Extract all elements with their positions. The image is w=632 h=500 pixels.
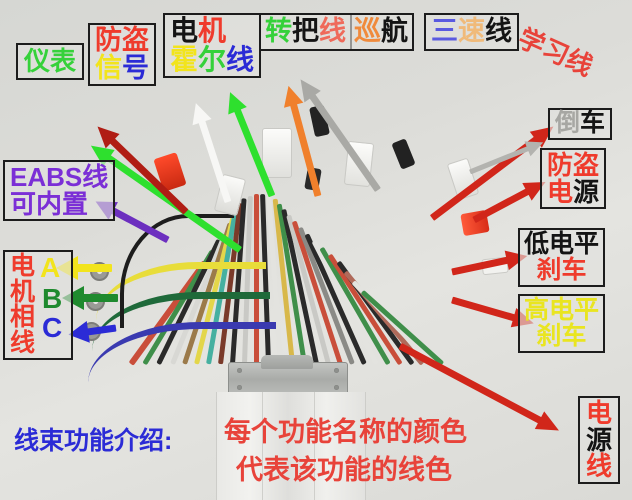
label-char: 转 — [265, 16, 292, 46]
label-line: 仪表 — [24, 48, 76, 75]
label-line: 相 — [10, 303, 66, 331]
label-char: 电 — [547, 176, 574, 207]
label-line: 防盗 — [547, 152, 599, 179]
label-char: 机 — [10, 277, 36, 306]
label-char: 电 — [549, 230, 575, 258]
connector-white-hall — [262, 128, 292, 178]
label-eabs-xian[interactable]: EABS线 可内置 — [3, 160, 116, 222]
label-char: 源 — [586, 424, 613, 455]
bolt — [334, 368, 339, 373]
label-line: 线 — [586, 453, 612, 480]
label-line: 三速线 — [431, 16, 512, 46]
label-dianyuan-xian[interactable]: 电 源 线 — [578, 396, 621, 484]
label-dianji-huoer-xian[interactable]: 电机 霍尔线 — [163, 13, 262, 79]
label-sansu-xian[interactable]: 三速线 — [424, 13, 519, 51]
label-char: 平 — [574, 230, 600, 258]
label-char: 防 — [547, 150, 574, 180]
label-line: 可内置 — [10, 188, 108, 219]
label-char: 车 — [561, 255, 587, 284]
label-line: 倒车 — [555, 109, 606, 137]
label-char: EABS线 — [10, 162, 109, 192]
label-char: 高 — [524, 296, 550, 324]
label-char: 车 — [580, 109, 606, 137]
label-char: 航 — [381, 16, 408, 46]
intro-label: 线束功能介绍: — [14, 427, 173, 455]
label-line: 源 — [586, 424, 613, 455]
label-line: 机 — [10, 277, 66, 306]
label-char: 信 — [95, 52, 122, 83]
note-line-2: 代表该功能的线色 — [236, 455, 452, 485]
label-char: 把 — [292, 16, 319, 46]
label-char: 防 — [95, 25, 122, 55]
phase-marker-b: B — [42, 283, 63, 314]
label-line: 巡航 — [354, 16, 408, 46]
label-char: 仪 — [24, 46, 51, 76]
label-line: 信号 — [95, 52, 149, 83]
label-line: 电机 — [170, 15, 254, 46]
label-char: 机 — [198, 15, 227, 46]
label-char: 表 — [50, 46, 77, 76]
label-line: 防盗 — [95, 25, 149, 55]
case-seam — [314, 392, 315, 500]
label-dianji-xiang-xian[interactable]: 电 机 相 线 — [3, 250, 73, 360]
label-char: 巡 — [354, 16, 381, 46]
label-gaodianping-shache[interactable]: 高电平 刹车 — [518, 294, 606, 353]
label-char: 低 — [524, 230, 550, 258]
bolt — [237, 385, 242, 390]
label-char: 号 — [122, 52, 149, 83]
label-line: 转把线 — [265, 16, 346, 46]
note-line-1: 每个功能名称的颜色 — [224, 417, 467, 447]
label-line: EABS线 — [10, 164, 108, 191]
label-char: 线 — [319, 16, 346, 46]
label-line: 霍尔线 — [170, 43, 255, 75]
label-yibiao[interactable]: 仪表 — [16, 43, 85, 80]
label-char: 车 — [561, 321, 587, 350]
label-fangdao-dianyuan[interactable]: 防盗 电源 — [540, 148, 607, 210]
label-char: 线 — [586, 451, 613, 482]
label-char: 源 — [573, 176, 600, 207]
label-char: 尔 — [198, 43, 227, 75]
label-char: 三 — [431, 16, 458, 46]
label-char: 盗 — [573, 150, 600, 180]
label-fangdao-xinhao[interactable]: 防盗 信号 — [88, 23, 156, 87]
label-char: 平 — [574, 296, 600, 324]
label-char: 可内置 — [10, 188, 89, 219]
label-char: 电 — [586, 398, 613, 428]
label-char: 电 — [10, 252, 36, 280]
case-seam — [262, 392, 263, 500]
label-char: 刹 — [536, 321, 562, 350]
eabs-loop-wire — [120, 214, 234, 328]
connector-black-speed — [391, 138, 416, 170]
label-char: 线 — [485, 16, 512, 46]
phase-marker-a: A — [40, 252, 61, 283]
label-char: 线 — [10, 328, 36, 357]
label-char: 电 — [549, 296, 575, 324]
label-zhuanba-xian[interactable]: 转把线 — [259, 13, 352, 51]
phase-marker-c: C — [42, 312, 63, 343]
label-daoche[interactable]: 倒车 — [548, 108, 613, 140]
label-char: 相 — [10, 303, 36, 331]
label-char: 刹 — [536, 255, 562, 284]
bolt — [334, 385, 339, 390]
label-char: 霍 — [170, 43, 199, 75]
label-xunhang[interactable]: 巡航 — [350, 13, 414, 51]
label-char: 线 — [226, 43, 255, 75]
label-line: 低电平 — [524, 230, 600, 258]
label-char: 电 — [170, 15, 199, 46]
label-char: 盗 — [122, 25, 149, 55]
label-line: 刹车 — [524, 321, 599, 350]
label-line: 高电平 — [524, 296, 600, 324]
label-line: 线 — [10, 328, 66, 357]
label-char: 倒 — [555, 109, 581, 137]
controller-case — [216, 392, 366, 500]
label-didianping-shache[interactable]: 低电平 刹车 — [518, 228, 606, 287]
label-char: 速 — [458, 16, 485, 46]
label-line: 电源 — [547, 176, 600, 207]
label-line: 刹车 — [524, 255, 599, 284]
label-line: 电 — [10, 252, 66, 280]
bolt — [237, 368, 242, 373]
label-line: 电 — [586, 400, 612, 427]
